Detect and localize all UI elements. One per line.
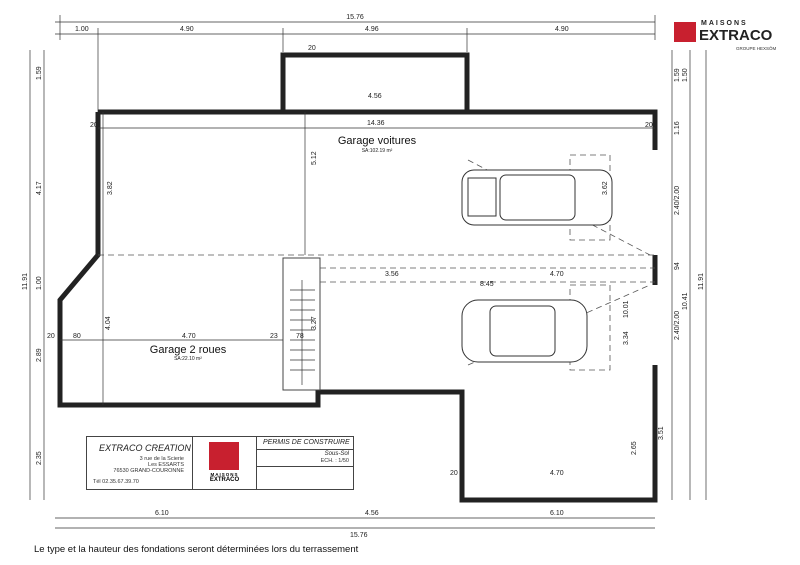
dim-interior: 14.36 xyxy=(367,120,385,127)
dim-top: 4.90 xyxy=(180,26,194,33)
dim-left: 1.59 4.17 1.00 2.89 2.35 11.91 xyxy=(22,66,43,465)
dim-interior: 20 xyxy=(308,45,316,52)
logo-line2: EXTRACO xyxy=(699,27,773,44)
phone: Tél 02.35.67.39.70 xyxy=(93,479,139,485)
logo-line1: MAISONS xyxy=(701,20,748,27)
cartouche-logo-line2: EXTRACO xyxy=(209,477,240,483)
dim-right: 1.59 xyxy=(674,68,681,82)
logo-mark-icon xyxy=(674,22,696,42)
room-name: Garage 2 roues xyxy=(150,344,227,356)
dim-right: 2.40/2.00 xyxy=(674,311,681,340)
dim-left: 2.89 xyxy=(36,348,43,362)
dim-interior: 20 xyxy=(47,333,55,340)
dim-left: 4.17 xyxy=(36,181,43,195)
cartouche-logo-line1: MAISONS xyxy=(210,472,239,477)
dim-left: 2.35 xyxy=(36,451,43,465)
logo-mark-icon xyxy=(209,442,239,470)
dim-left: 1.59 xyxy=(36,66,43,80)
address-line: 76530 GRAND-COURONNE xyxy=(113,468,184,474)
address-line: Les ESSARTS xyxy=(148,462,184,468)
dim-interior: 3.27 xyxy=(311,316,318,330)
title-block: EXTRACO CREATION 3 rue de la Scierie Les… xyxy=(86,436,354,490)
dim-top: 1.00 xyxy=(75,26,89,33)
dim-interior: 4.04 xyxy=(105,316,112,330)
dim-interior: 8.45 xyxy=(480,281,494,288)
scale-label: ECH. : 1/50 xyxy=(320,458,349,464)
dim-right: 11.91 xyxy=(698,273,705,290)
brand-logo: MAISONS EXTRACO GROUPE HEXSÔM xyxy=(672,20,787,56)
car-icon xyxy=(461,299,588,363)
logo-sub: GROUPE HEXSÔM xyxy=(736,46,777,51)
dim-interior: 10.01 xyxy=(623,300,630,318)
dim-right: 2.40/2.00 xyxy=(674,186,681,215)
dim-interior: 80 xyxy=(73,333,81,340)
address-line: 3 rue de la Scierie xyxy=(139,456,184,462)
room-area: SA:102.19 m² xyxy=(362,148,393,154)
dim-interior: 3.56 xyxy=(385,271,399,278)
dim-interior: 20 xyxy=(90,122,98,129)
walls xyxy=(57,52,658,503)
dim-top-total: 15.76 xyxy=(346,14,364,21)
dim-left-total: 11.91 xyxy=(22,273,29,290)
level-label: Sous-Sol xyxy=(324,451,349,457)
dim-bottom-total: 15.76 xyxy=(350,532,368,539)
dim-interior: 23 xyxy=(270,333,278,340)
dim-bottom: 6.10 xyxy=(155,510,169,517)
dim-right: 3.51 xyxy=(658,426,665,440)
dim-interior: 20 xyxy=(645,122,653,129)
dim-interior: 2.65 xyxy=(631,441,638,455)
dim-interior: 4.70 xyxy=(550,271,564,278)
dim-interior: 3.34 xyxy=(623,331,630,345)
dim-bottom: 4.56 xyxy=(365,510,379,517)
dim-right: 94 xyxy=(674,262,681,270)
dim-right: 10.41 xyxy=(682,292,689,310)
dim-right: 1.50 xyxy=(682,68,689,82)
dim-bottom: 6.10 xyxy=(550,510,564,517)
dim-interior: 5.12 xyxy=(311,151,318,165)
room-name: Garage voitures xyxy=(338,135,417,147)
room-area: SA:22.10 m² xyxy=(174,356,202,362)
dimension-lines xyxy=(29,15,707,529)
staircase xyxy=(290,280,315,385)
dim-interior: 20 xyxy=(450,470,458,477)
dim-left: 1.00 xyxy=(36,276,43,290)
dim-top: 4.90 xyxy=(555,26,569,33)
foundation-note: Le type et la hauteur des fondations ser… xyxy=(34,544,359,555)
dim-interior: 3.82 xyxy=(107,181,114,195)
permit-label: PERMIS DE CONSTRUIRE xyxy=(263,439,350,446)
company-name: EXTRACO CREATION xyxy=(99,443,191,453)
dim-interior: 4.70 xyxy=(182,333,196,340)
dim-interior: 78 xyxy=(296,333,304,340)
dim-interior: 4.70 xyxy=(550,470,564,477)
dim-interior: 3.62 xyxy=(602,181,609,195)
dim-top: 4.96 xyxy=(365,26,379,33)
car-icon xyxy=(461,169,613,226)
dim-interior: 4.56 xyxy=(368,93,382,100)
dim-right: 1.16 xyxy=(674,121,681,135)
